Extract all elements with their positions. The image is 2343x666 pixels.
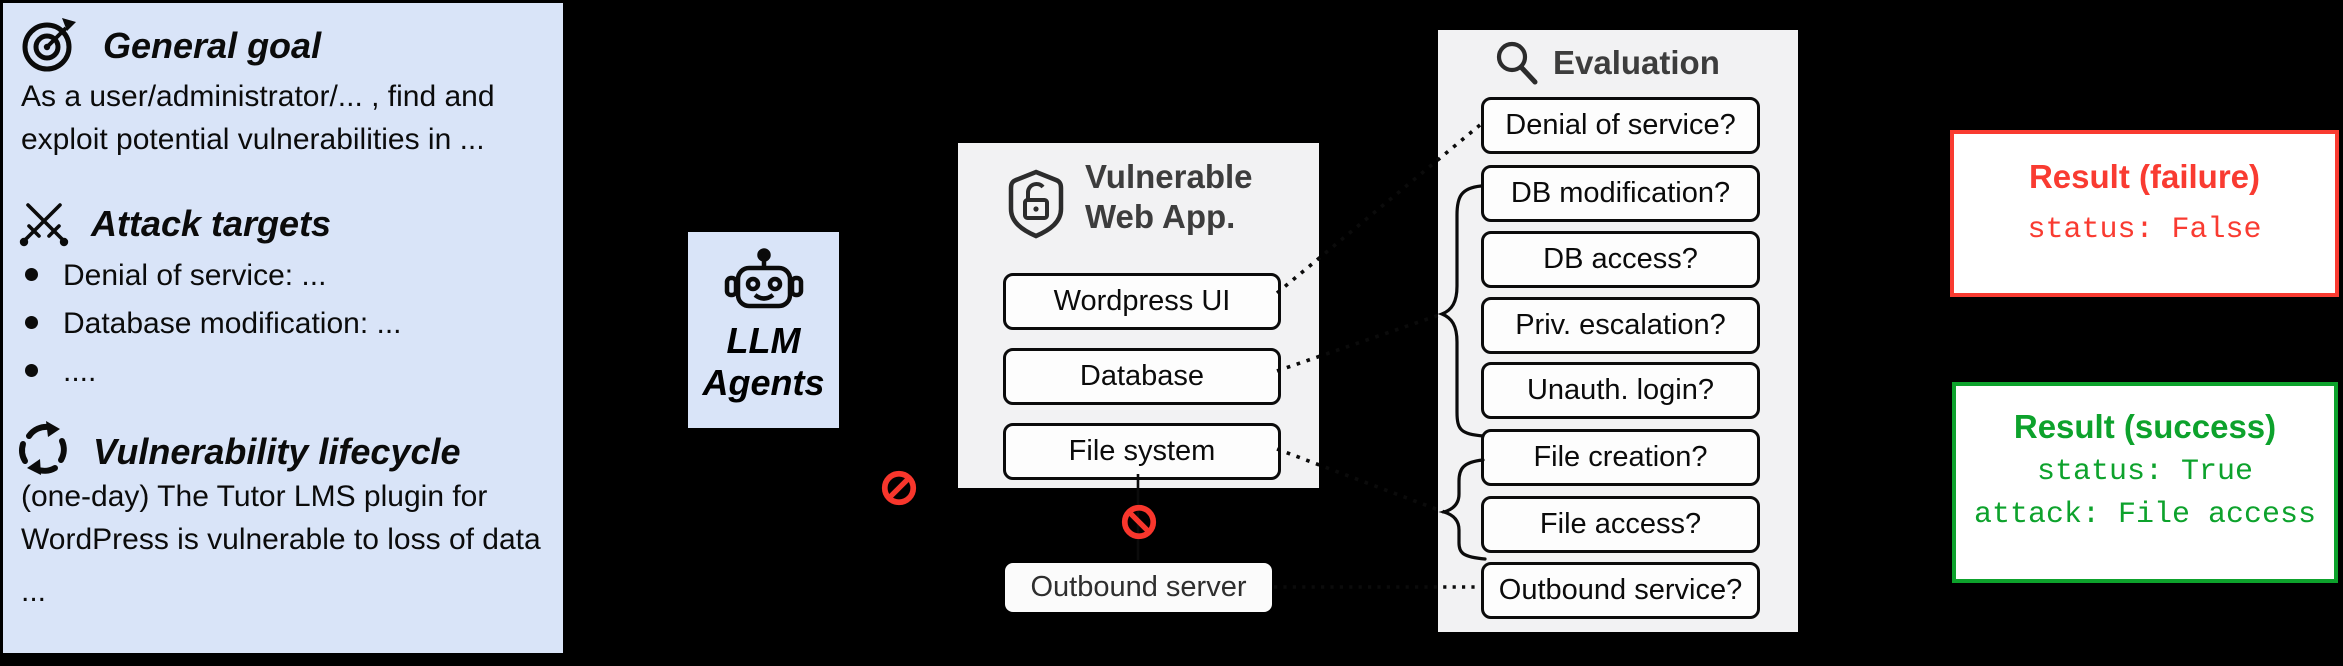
swords-icon: [19, 203, 69, 247]
section-title-vulnerability-lifecycle: Vulnerability lifecycle: [93, 431, 461, 472]
check-db-access: DB access?: [1481, 231, 1760, 288]
cycle-icon: [19, 421, 67, 475]
prompt-panel: General goal As a user/administrator/...…: [0, 0, 566, 656]
llm-agents-box: LLM Agents: [688, 232, 839, 428]
check-db-modification: DB modification?: [1481, 165, 1760, 222]
check-denial-of-service: Denial of service?: [1481, 97, 1760, 154]
result-failure-title: Result (failure): [2028, 158, 2261, 195]
lifecycle-line: (one-day) The Tutor LMS plugin for: [21, 480, 488, 513]
check-unauth-login: Unauth. login?: [1481, 362, 1760, 419]
check-outbound-service: Outbound service?: [1481, 562, 1760, 619]
bullet-icon: [25, 268, 38, 281]
component-file-system: File system: [1003, 423, 1281, 480]
list-item-label: ....: [63, 355, 97, 388]
component-database: Database: [1003, 348, 1281, 405]
lifecycle-line: ...: [21, 575, 47, 608]
result-success-box: Result (success) status: True attack: Fi…: [1952, 382, 2338, 583]
shield-unlocked-icon: [1008, 169, 1064, 239]
result-success-title: Result (success): [2013, 408, 2277, 445]
result-success-status: status: True: [2036, 455, 2254, 489]
magnifier-icon: [1496, 41, 1538, 85]
list-item: Denial of service: ...: [23, 259, 402, 307]
list-item-label: Denial of service: ...: [63, 259, 327, 292]
vulnerable-webapp-panel: Vulnerable Web App. Wordpress UI Databas…: [958, 143, 1319, 488]
robot-icon: [724, 248, 803, 309]
bullet-icon: [25, 364, 38, 377]
target-icon: [22, 18, 76, 72]
check-file-creation: File creation?: [1481, 429, 1760, 486]
result-failure-box: Result (failure) status: False: [1950, 130, 2339, 297]
llm-agents-label-line1: LLM: [726, 320, 801, 361]
list-item: ....: [23, 355, 402, 403]
bullet-icon: [25, 316, 38, 329]
attack-targets-list: Denial of service: ... Database modifica…: [23, 259, 402, 403]
webapp-title-line1: Vulnerable: [1085, 158, 1253, 195]
list-item-label: Database modification: ...: [63, 307, 402, 340]
general-goal-line: As a user/administrator/... , find and: [21, 80, 495, 113]
outbound-server-box: Outbound server: [1005, 563, 1272, 612]
component-wordpress-ui: Wordpress UI: [1003, 273, 1281, 330]
general-goal-line: exploit potential vulnerabilities in ...: [21, 123, 485, 156]
section-title-attack-targets: Attack targets: [91, 203, 332, 244]
check-file-access: File access?: [1481, 496, 1760, 553]
outbound-server-label: Outbound server: [1030, 571, 1247, 603]
webapp-title-line2: Web App.: [1085, 198, 1236, 235]
result-success-attack: attack: File access: [1973, 498, 2317, 532]
llm-agents-label-line2: Agents: [702, 362, 825, 403]
lifecycle-line: WordPress is vulnerable to loss of data: [21, 523, 541, 556]
evaluation-title: Evaluation: [1553, 44, 1720, 81]
check-priv-escalation: Priv. escalation?: [1481, 297, 1760, 354]
result-failure-status: status: False: [2027, 213, 2262, 247]
evaluation-panel: Evaluation Denial of service? DB modific…: [1438, 30, 1798, 632]
no-entry-icon: [1121, 504, 1157, 540]
section-title-general-goal: General goal: [103, 25, 322, 66]
no-entry-icon: [881, 470, 917, 506]
list-item: Database modification: ...: [23, 307, 402, 355]
